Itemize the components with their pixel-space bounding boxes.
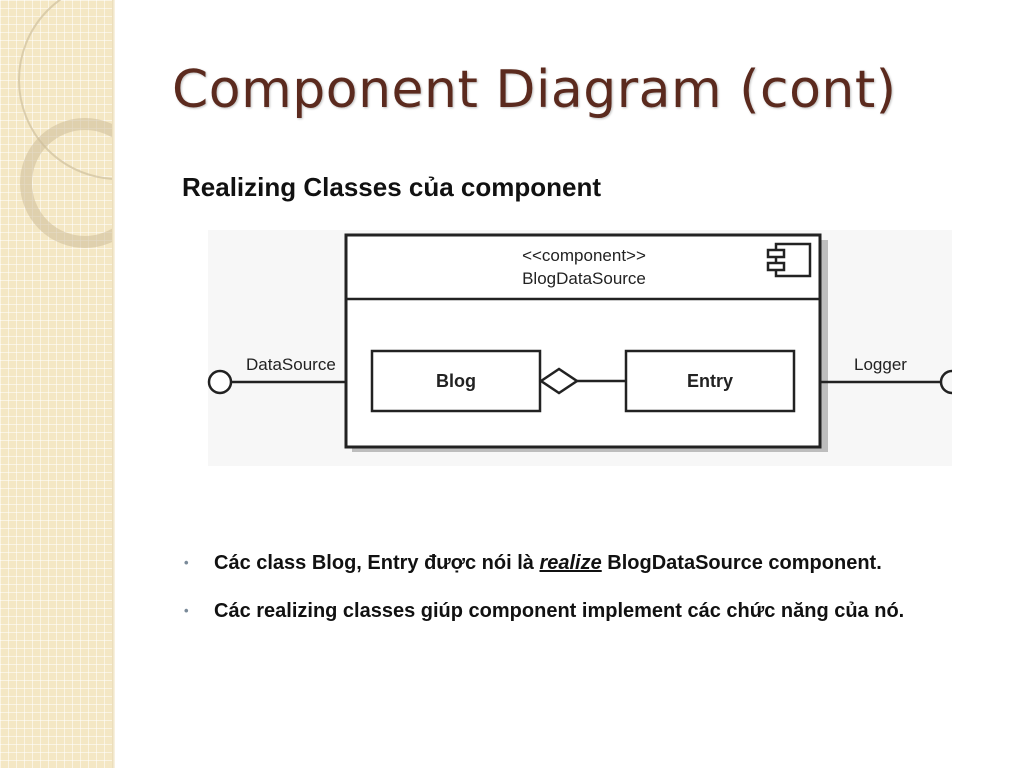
component-box xyxy=(344,233,822,449)
component-icon xyxy=(766,242,812,278)
class-box-blog xyxy=(370,349,542,413)
bullet-dot-icon: • xyxy=(184,603,189,618)
decorative-side-panel xyxy=(0,0,112,768)
bullet-dot-icon: • xyxy=(184,555,189,570)
side-panel-edge xyxy=(112,0,115,768)
bullet-text: Các realizing classes giúp component imp… xyxy=(214,600,905,622)
required-interface-socket xyxy=(939,369,953,395)
bullet-list: • Các class Blog, Entry được nói là real… xyxy=(180,540,980,636)
bullet-text: Các class Blog, Entry được nói là xyxy=(214,552,540,574)
component-stereotype: <<component>> xyxy=(522,246,646,265)
required-interface-label: Logger xyxy=(854,355,907,374)
class-name-entry: Entry xyxy=(687,371,733,391)
class-name-blog: Blog xyxy=(436,371,476,391)
bullet-item: • Các class Blog, Entry được nói là real… xyxy=(180,540,980,586)
bullet-text-continued: BlogDataSource component. xyxy=(601,552,882,574)
component-diagram: <<component>> BlogDataSource Blog Entry … xyxy=(207,230,953,466)
component-name: BlogDataSource xyxy=(522,269,646,288)
slide-title: Component Diagram (cont) xyxy=(172,60,897,120)
aggregation-diamond xyxy=(538,367,580,395)
bullet-item: • Các realizing classes giúp component i… xyxy=(180,588,980,634)
bullet-emphasis: realize xyxy=(539,552,602,574)
slide-subtitle: Realizing Classes của component xyxy=(182,172,602,202)
provided-interface-label: DataSource xyxy=(246,355,336,374)
class-box-entry xyxy=(624,349,796,413)
provided-interface-ball xyxy=(207,369,233,395)
decorative-ring xyxy=(20,118,112,248)
